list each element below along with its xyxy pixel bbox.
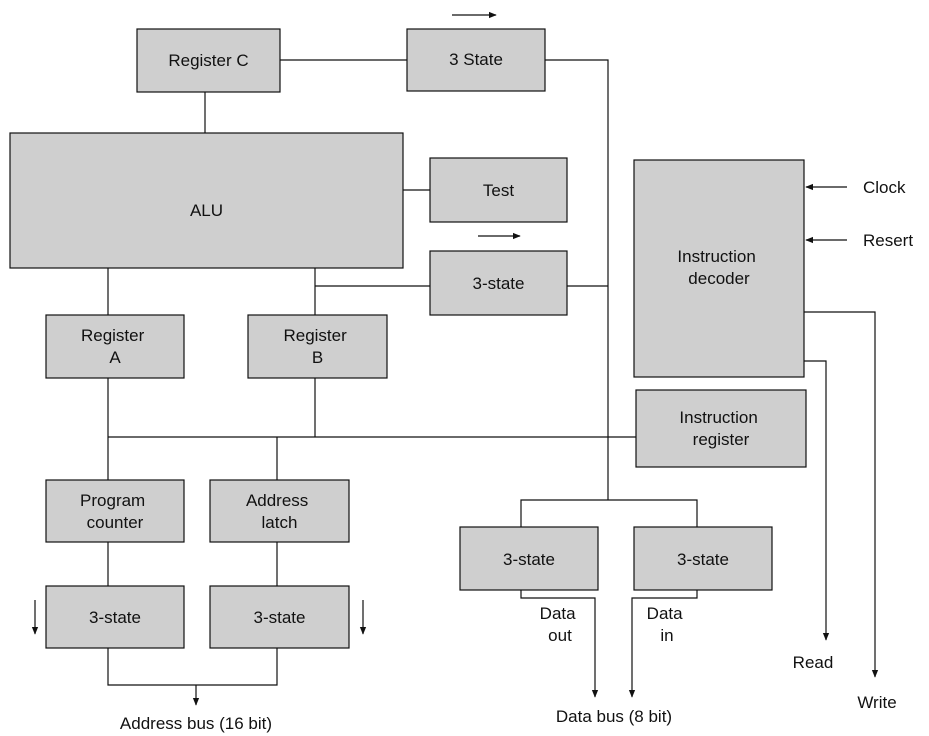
program-counter-label-line-1: Program — [80, 491, 145, 510]
instruction-decoder-label-line-2: decoder — [688, 269, 750, 288]
register-a-label-line-2: A — [109, 348, 121, 367]
tristate-mid-label: 3-state — [473, 274, 525, 293]
svg-text:3-state: 3-state — [89, 608, 141, 627]
svg-text:Address latch: Address latch — [246, 491, 313, 532]
alu-label: ALU — [190, 201, 223, 220]
instruction-register-block: Instruction register — [635, 389, 807, 468]
read-label: Read — [793, 653, 834, 672]
register-a-label-line-1: Register — [81, 326, 145, 345]
register-a-block: Register A — [45, 314, 185, 379]
svg-text:3-state: 3-state — [503, 550, 555, 569]
svg-text:Instruction register: Instruction register — [679, 408, 762, 449]
address-latch-label-line-1: Address — [246, 491, 308, 510]
wire-read-output — [804, 360, 830, 641]
alu-block: ALU — [9, 132, 404, 269]
program-counter-label-line-2: counter — [87, 513, 144, 532]
wire-data-out — [520, 590, 599, 698]
tristate-data-left-block: 3-state — [459, 526, 599, 591]
data-out-label-line-1: Data — [540, 604, 576, 623]
tristate-mid-block: 3-state — [429, 250, 568, 316]
svg-text:3-state: 3-state — [254, 608, 306, 627]
data-out-label-line-2: out — [548, 626, 572, 645]
svg-text:Data in: Data in — [647, 604, 688, 645]
clock-label: Clock — [863, 178, 906, 197]
register-c-block: Register C — [136, 28, 281, 93]
svg-text:Register C: Register C — [168, 51, 248, 70]
instruction-register-label-line-2: register — [693, 430, 750, 449]
data-bus-label: Data bus (8 bit) — [556, 707, 672, 726]
instruction-decoder-block: Instruction decoder — [633, 159, 805, 378]
tristate-addr-block: 3-state — [209, 585, 350, 649]
tristate-top-label: 3 State — [449, 50, 503, 69]
instruction-decoder-label-line-1: Instruction — [677, 247, 755, 266]
wire-tristate-top-to-data-bus — [545, 59, 609, 500]
tristate-data-right-label: 3-state — [677, 550, 729, 569]
tristate-pc-block: 3-state — [45, 585, 185, 649]
register-c-label: Register C — [168, 51, 248, 70]
address-latch-block: Address latch — [209, 479, 350, 543]
program-counter-block: Program counter — [45, 479, 185, 543]
write-label: Write — [857, 693, 896, 712]
address-latch-label-line-2: latch — [262, 513, 298, 532]
svg-text:3 State: 3 State — [449, 50, 503, 69]
reset-label: Resert — [863, 231, 913, 250]
svg-text:Program counter: Program counter — [80, 491, 150, 532]
test-label: Test — [483, 181, 514, 200]
tristate-data-left-label: 3-state — [503, 550, 555, 569]
tristate-data-right-block: 3-state — [633, 526, 773, 591]
wire-address-bus-join — [107, 648, 278, 686]
svg-text:Register B: Register B — [283, 326, 351, 367]
tristate-addr-label: 3-state — [254, 608, 306, 627]
test-block: Test — [429, 157, 568, 223]
data-in-label-line-1: Data — [647, 604, 683, 623]
svg-text:3-state: 3-state — [677, 550, 729, 569]
data-in-label-line-2: in — [660, 626, 673, 645]
svg-text:Data out: Data out — [540, 604, 581, 645]
instruction-register-label-line-1: Instruction — [679, 408, 757, 427]
svg-text:Register A: Register A — [81, 326, 149, 367]
svg-text:Instruction decoder: Instruction decoder — [677, 247, 760, 288]
address-bus-label: Address bus (16 bit) — [120, 714, 272, 733]
register-b-block: Register B — [247, 314, 388, 379]
svg-text:ALU: ALU — [190, 201, 223, 220]
register-b-label-line-2: B — [312, 348, 323, 367]
tristate-top-block: 3 State — [406, 28, 546, 92]
register-b-label-line-1: Register — [283, 326, 347, 345]
svg-text:Test: Test — [483, 181, 514, 200]
wire-data-bus-split — [520, 499, 698, 527]
wire-data-in — [628, 590, 698, 698]
svg-text:3-state: 3-state — [473, 274, 525, 293]
tristate-pc-label: 3-state — [89, 608, 141, 627]
wire-write-output — [804, 311, 879, 678]
wires — [31, 11, 879, 706]
